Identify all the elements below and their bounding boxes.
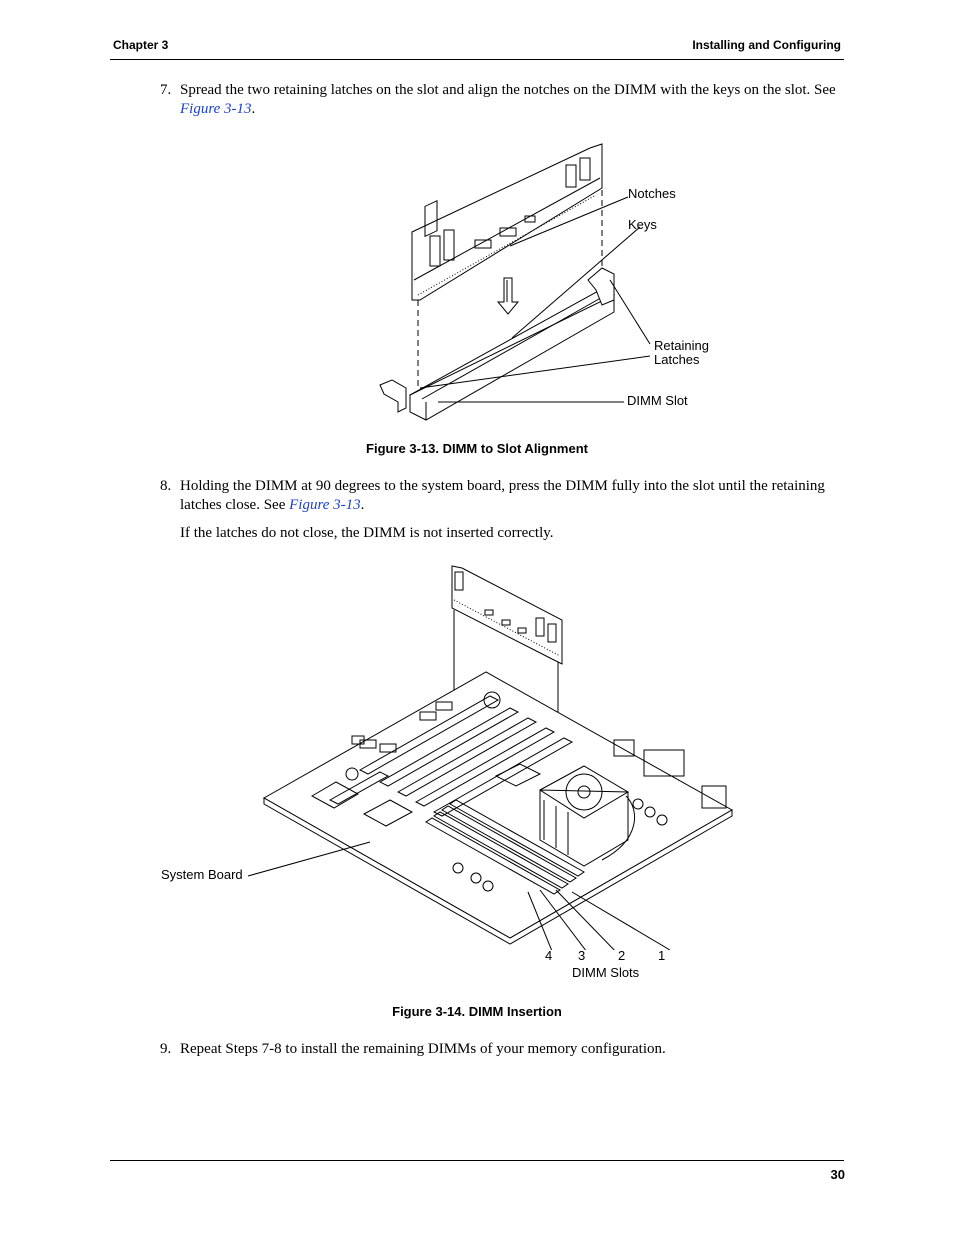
step-number: 7. — [160, 82, 172, 98]
label-system-board: System Board — [161, 867, 243, 882]
page-number: 30 — [830, 1167, 845, 1182]
label-notches: Notches — [628, 186, 676, 201]
step-number: 8. — [160, 478, 172, 494]
label-retaining: Retaining — [654, 338, 709, 353]
step-7: 7. Spread the two retaining latches on t… — [160, 81, 850, 121]
label-dimm-slots: DIMM Slots — [572, 965, 640, 980]
label-slot-1: 1 — [658, 948, 666, 963]
figure-link[interactable]: Figure 3-13 — [180, 101, 252, 117]
label-keys: Keys — [628, 217, 657, 232]
footer-rule — [110, 1160, 844, 1161]
label-slot-2: 2 — [618, 948, 626, 963]
figure-14-caption: Figure 3-14. DIMM Insertion — [392, 1004, 562, 1019]
header-chapter: Chapter 3 — [113, 38, 169, 52]
label-slot-3: 3 — [578, 948, 586, 963]
figure-link[interactable]: Figure 3-13 — [289, 497, 361, 513]
step-number: 9. — [160, 1041, 172, 1057]
step-text: Holding the DIMM at 90 degrees to the sy… — [180, 478, 825, 513]
dimm-slot-alignment-diagram — [379, 143, 651, 421]
label-dimm-slot: DIMM Slot — [627, 393, 688, 408]
step-text: Repeat Steps 7-8 to install the remainin… — [180, 1041, 666, 1057]
header-section: Installing and Configuring — [692, 38, 841, 52]
step-8: 8. Holding the DIMM at 90 degrees to the… — [160, 477, 850, 517]
latch-note: If the latches do not close, the DIMM is… — [180, 525, 554, 541]
figure-13-caption: Figure 3-13. DIMM to Slot Alignment — [366, 441, 588, 456]
step-9: 9. Repeat Steps 7-8 to install the remai… — [160, 1040, 850, 1062]
step-text: Spread the two retaining latches on the … — [180, 82, 836, 117]
label-latches: Latches — [654, 352, 700, 367]
dimm-insertion-diagram — [247, 565, 734, 950]
header-rule — [110, 59, 844, 60]
label-slot-4: 4 — [545, 948, 553, 963]
